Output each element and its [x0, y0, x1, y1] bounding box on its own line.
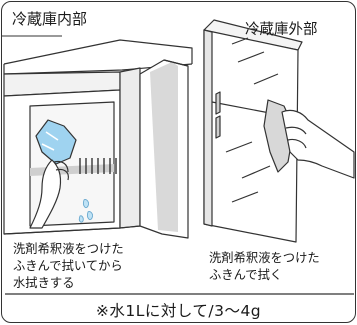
- illustration-art: [2, 19, 355, 295]
- dilution-note: ※水1Lに対して/3～4g: [95, 302, 262, 320]
- hand-with-cloth-outside: [263, 99, 355, 179]
- interior-caption-line: ふきんで拭いてから: [13, 259, 123, 273]
- interior-label: 冷蔵庫内部: [12, 10, 88, 28]
- interior-caption-line: 水拭きする: [13, 276, 75, 290]
- interior-caption-line: 洗剤希釈液をつけた: [13, 242, 124, 256]
- fridge-exterior-drawing: [203, 19, 303, 243]
- water-drops: [78, 199, 93, 223]
- exterior-caption-line: 洗剤希釈液をつけた: [209, 251, 320, 265]
- fridge-interior-drawing: [3, 39, 193, 239]
- exterior-label: 冷蔵庫外部: [245, 22, 318, 38]
- hand-with-cloth-inside: [29, 119, 77, 229]
- exterior-caption: 洗剤希釈液をつけた ふきんで拭く: [209, 250, 355, 284]
- exterior-caption-line: ふきんで拭く: [209, 268, 283, 282]
- interior-caption: 洗剤希釈液をつけた ふきんで拭いてから 水拭きする: [13, 241, 191, 292]
